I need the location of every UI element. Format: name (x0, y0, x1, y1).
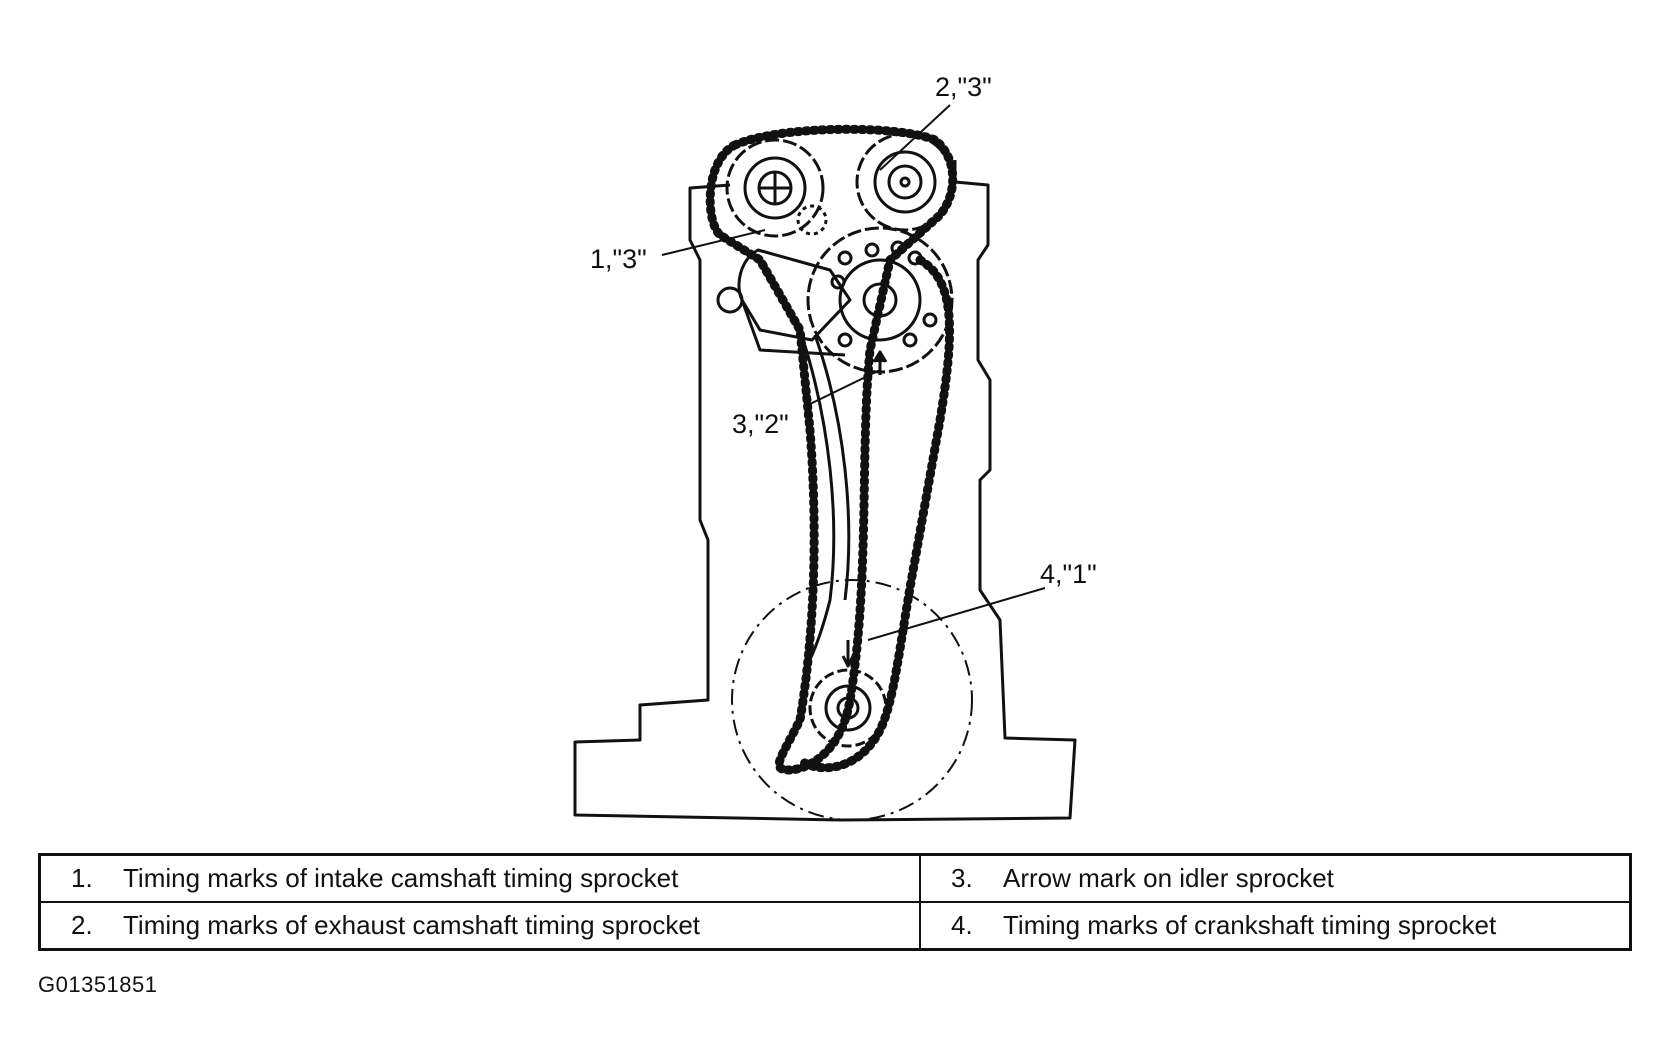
leader-3 (807, 369, 881, 406)
legend-cell: 1.Timing marks of intake camshaft timing… (38, 853, 921, 903)
crank-timing-arrow (841, 640, 855, 668)
callout-3: 3,"2" (732, 409, 789, 439)
legend-cell: 4.Timing marks of crankshaft timing spro… (919, 901, 1632, 951)
leader-2 (879, 104, 951, 171)
legend-row: 1.Timing marks of intake camshaft timing… (38, 853, 1632, 903)
callout-4: 4,"1" (1040, 559, 1097, 589)
idler-sprocket (806, 226, 954, 375)
leader-1 (661, 229, 766, 256)
timing-chain (705, 124, 958, 775)
leader-4 (867, 587, 1046, 641)
chain-guide (798, 329, 836, 671)
crankshaft-pulley-outline (731, 579, 973, 821)
legend-cell: 2.Timing marks of exhaust camshaft timin… (38, 901, 921, 951)
figure-id: G01351851 (38, 972, 158, 997)
intake-camshaft-sprocket (725, 138, 828, 238)
mount-boss (716, 286, 744, 314)
engine-block-outline (573, 160, 1077, 822)
mount-arm (740, 299, 846, 357)
legend-row: 2.Timing marks of exhaust camshaft timin… (38, 901, 1632, 951)
idler-arrow-mark (872, 350, 888, 375)
legend-table: 1.Timing marks of intake camshaft timing… (38, 853, 1632, 951)
timing-chain-diagram: 2,"3" 1,"3" 3,"2" 4,"1" (573, 72, 1097, 822)
crankshaft-sprocket (808, 640, 888, 748)
legend-cell: 3.Arrow mark on idler sprocket (919, 853, 1632, 903)
timing-chain-lower (795, 255, 954, 773)
chain-guide-inner (813, 334, 851, 601)
callout-1: 1,"3" (590, 244, 647, 274)
exhaust-camshaft-sprocket (855, 132, 955, 232)
callout-2: 2,"3" (935, 72, 992, 102)
